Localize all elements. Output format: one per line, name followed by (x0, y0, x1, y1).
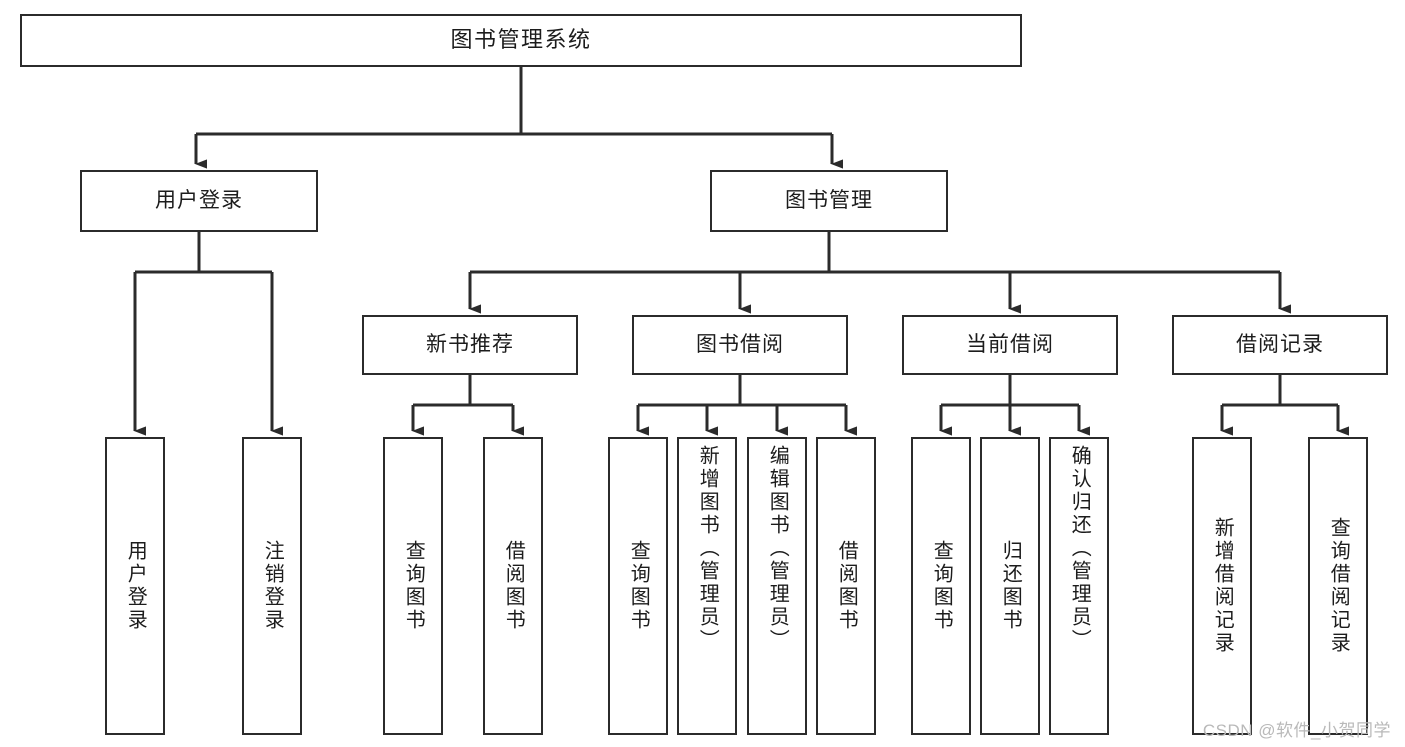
csdn-watermark: CSDN @软件_小贺同学 (1202, 721, 1391, 740)
node-label: 查询图书 (930, 540, 953, 632)
node-label: 查询图书 (627, 540, 650, 632)
node-borrow-record[interactable]: 借阅记录 (1172, 315, 1388, 375)
leaf-recommend-query-book[interactable]: 查询图书 (383, 437, 443, 735)
node-label: 图书管理 (785, 189, 873, 213)
node-label: 新书推荐 (426, 333, 514, 357)
node-new-book-recommend[interactable]: 新书推荐 (362, 315, 578, 375)
node-label: 查询借阅记录 (1327, 517, 1350, 655)
leaf-current-confirm-return-admin[interactable]: 确认归还（管理员） (1049, 437, 1109, 735)
node-label: 借阅图书 (502, 540, 525, 632)
leaf-record-query-record[interactable]: 查询借阅记录 (1308, 437, 1368, 735)
leaf-user-login-login[interactable]: 用户登录 (105, 437, 165, 735)
node-label: 新增图书（管理员） (696, 445, 719, 652)
node-label: 注销登录 (261, 540, 284, 632)
leaf-current-return-book[interactable]: 归还图书 (980, 437, 1040, 735)
node-label: 归还图书 (999, 540, 1022, 632)
node-label: 用户登录 (124, 540, 147, 632)
node-label: 确认归还（管理员） (1068, 445, 1091, 652)
leaf-borrow-query-book[interactable]: 查询图书 (608, 437, 668, 735)
node-root-system[interactable]: 图书管理系统 (20, 14, 1022, 67)
node-label: 图书借阅 (696, 333, 784, 357)
leaf-borrow-borrow-book[interactable]: 借阅图书 (816, 437, 876, 735)
node-label: 用户登录 (155, 189, 243, 213)
node-label: 借阅图书 (835, 540, 858, 632)
node-current-borrow[interactable]: 当前借阅 (902, 315, 1118, 375)
leaf-user-login-logout[interactable]: 注销登录 (242, 437, 302, 735)
leaf-recommend-borrow-book[interactable]: 借阅图书 (483, 437, 543, 735)
node-label: 编辑图书（管理员） (766, 445, 789, 652)
leaf-current-query-book[interactable]: 查询图书 (911, 437, 971, 735)
node-book-borrow[interactable]: 图书借阅 (632, 315, 848, 375)
leaf-borrow-add-book-admin[interactable]: 新增图书（管理员） (677, 437, 737, 735)
leaf-borrow-edit-book-admin[interactable]: 编辑图书（管理员） (747, 437, 807, 735)
leaf-record-add-record[interactable]: 新增借阅记录 (1192, 437, 1252, 735)
node-label: 查询图书 (402, 540, 425, 632)
node-user-login[interactable]: 用户登录 (80, 170, 318, 232)
node-label: 新增借阅记录 (1211, 517, 1234, 655)
node-label: 借阅记录 (1236, 333, 1324, 357)
node-label: 当前借阅 (966, 333, 1054, 357)
node-label: 图书管理系统 (450, 27, 592, 53)
node-book-management[interactable]: 图书管理 (710, 170, 948, 232)
